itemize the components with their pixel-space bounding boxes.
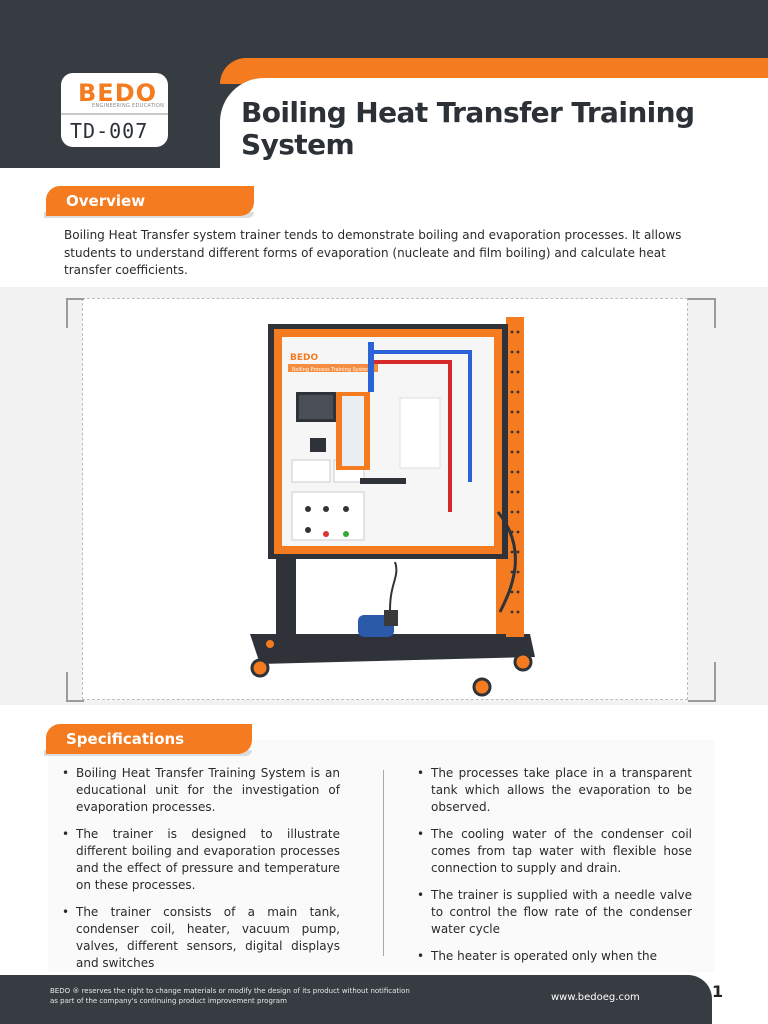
- logo-card: [61, 73, 168, 147]
- specifications-left-column: Boiling Heat Transfer Training System is…: [62, 765, 340, 982]
- spec-item: The cooling water of the condenser coil …: [417, 826, 692, 877]
- footer-band-end: [672, 975, 712, 1024]
- product-illustration: Boiling Process Training System BEDO: [250, 317, 535, 697]
- specifications-heading: Specifications: [46, 724, 252, 754]
- footer-disclaimer: BEDO ® reserves the right to change mate…: [50, 987, 410, 1005]
- spec-item: The trainer is designed to illustrate di…: [62, 826, 340, 894]
- spec-item: The processes take place in a transparen…: [417, 765, 692, 816]
- page-number: 1: [712, 982, 724, 1001]
- panel-logo: BEDO: [290, 353, 318, 363]
- corner-bracket-bottom-right: [688, 662, 716, 702]
- spec-item: The trainer consists of a main tank, con…: [62, 904, 340, 972]
- logo-divider: [61, 113, 168, 115]
- footer-band: [0, 975, 690, 1024]
- column-divider: [383, 770, 384, 956]
- corner-bracket-top-left: [66, 298, 84, 328]
- header-title-area: [220, 78, 768, 188]
- page-title: Boiling Heat Transfer Training System: [241, 96, 695, 161]
- overview-text: Boiling Heat Transfer system trainer ten…: [64, 228, 682, 277]
- overview-heading: Overview: [46, 186, 254, 216]
- corner-bracket-top-right: [688, 298, 716, 328]
- product-code: TD-007: [70, 119, 149, 143]
- brand-logo: BEDO: [78, 79, 158, 107]
- specifications-right-column: The processes take place in a transparen…: [417, 765, 692, 975]
- panel-banner: Boiling Process Training System: [292, 367, 371, 373]
- footer-website-link[interactable]: www.bedoeg.com: [551, 992, 640, 1003]
- spec-item: The trainer is supplied with a needle va…: [417, 887, 692, 938]
- spec-item: Boiling Heat Transfer Training System is…: [62, 765, 340, 816]
- spec-item: The heater is operated only when the: [417, 948, 692, 965]
- corner-bracket-bottom-left: [66, 672, 84, 702]
- brand-logo-subtext: ENGINEERING EDUCATION: [92, 103, 165, 109]
